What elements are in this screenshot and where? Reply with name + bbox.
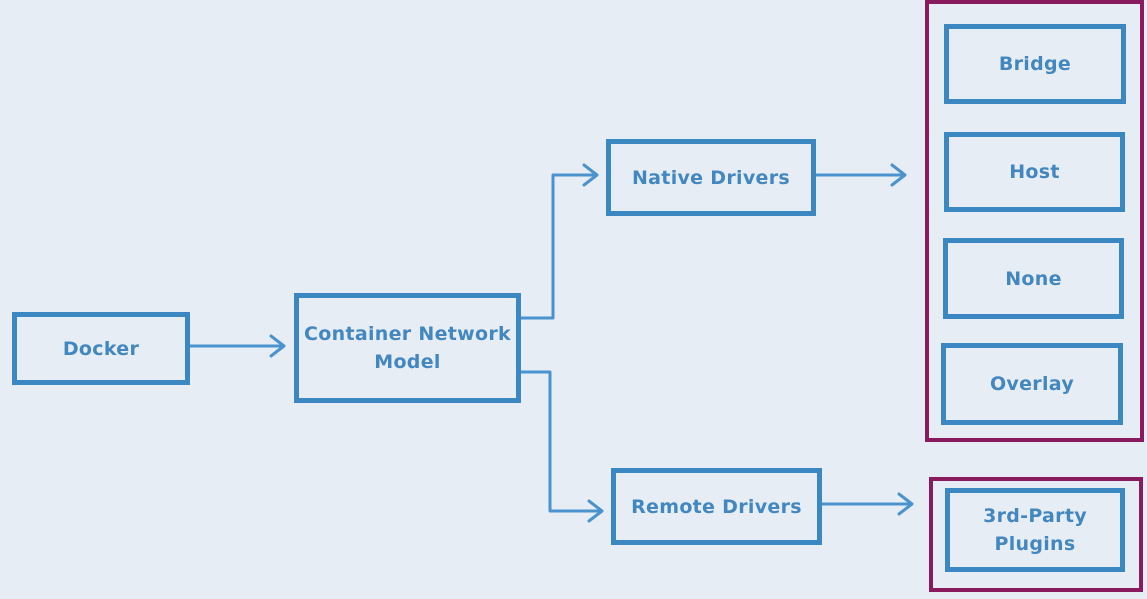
remote-drivers-group [929,477,1143,592]
node-bridge[interactable]: Bridge [944,24,1126,104]
node-native-drivers[interactable]: Native Drivers [606,139,816,216]
node-overlay-label: Overlay [989,373,1075,395]
edge-cnm-to-native [519,173,598,320]
node-overlay[interactable]: Overlay [941,343,1123,425]
node-third-party-plugins-label: 3rd-Party Plugins [983,505,1087,555]
node-native-drivers-label: Native Drivers [631,166,790,189]
native-drivers-group [925,0,1144,442]
node-none-label: None [1005,267,1062,290]
node-host-label: Host [1009,161,1060,183]
node-third-party-plugins[interactable]: 3rd-Party Plugins [945,488,1125,572]
node-none[interactable]: None [943,238,1124,319]
arrowhead-cnm [269,334,286,358]
node-docker[interactable]: Docker [12,312,190,385]
node-remote-drivers[interactable]: Remote Drivers [611,468,822,545]
node-bridge-label: Bridge [998,53,1072,75]
node-cnm-label: Container Network Model [304,323,511,373]
node-host[interactable]: Host [944,132,1125,212]
arrowhead-native-group [890,163,907,187]
node-docker-label: Docker [62,337,140,360]
node-remote-drivers-label: Remote Drivers [631,495,802,518]
arrowhead-remote [587,499,604,523]
arrowhead-native [582,163,599,187]
arrowhead-plugins [897,492,914,516]
edge-cnm-to-remote [519,370,603,513]
node-container-network-model[interactable]: Container Network Model [294,293,521,403]
